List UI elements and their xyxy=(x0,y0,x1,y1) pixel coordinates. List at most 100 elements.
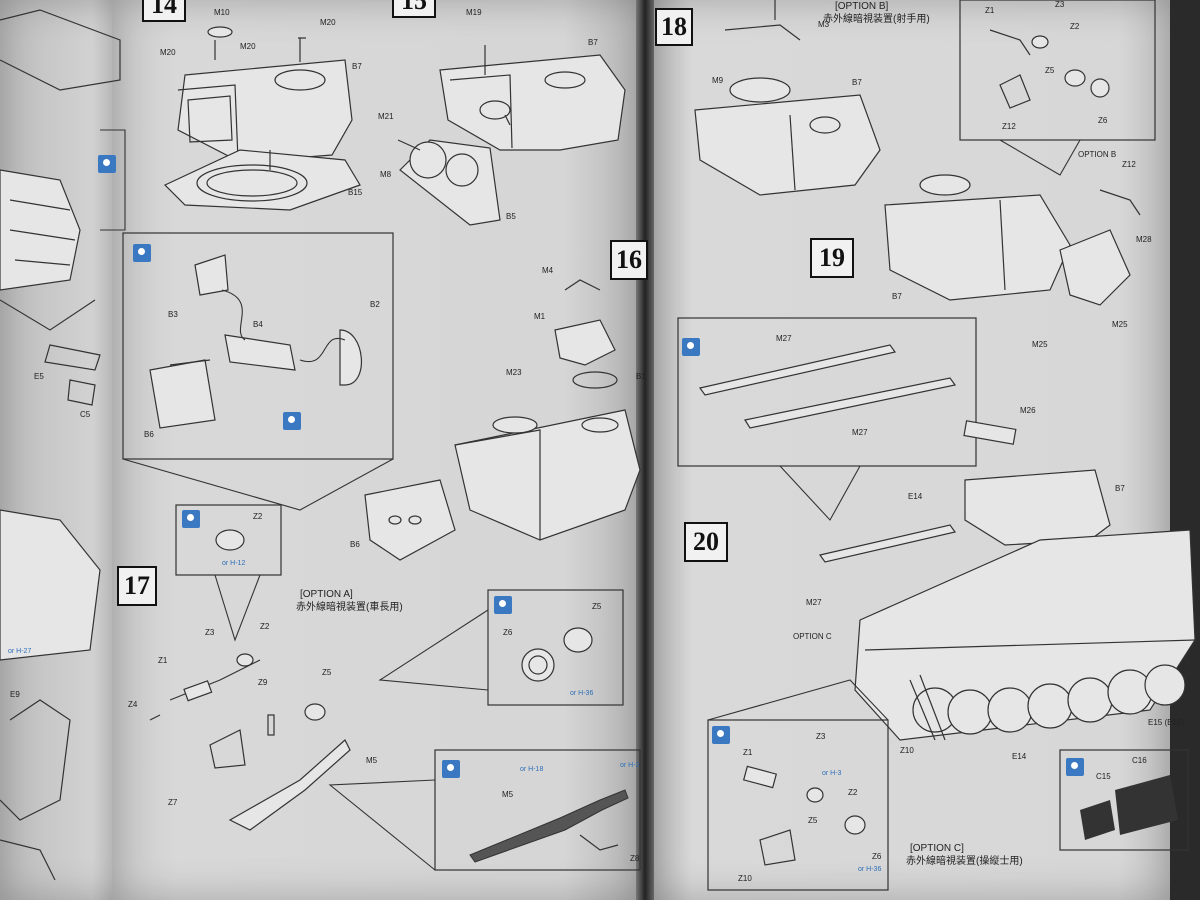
step-14-turret xyxy=(163,26,361,211)
part-label: Z6 xyxy=(872,852,882,861)
part-label: M28 xyxy=(1136,235,1152,244)
option-a-detail-box xyxy=(378,589,624,706)
option-c-small-label: OPTION C xyxy=(793,632,832,641)
ref-c2: or H-36 xyxy=(858,866,882,873)
part-label: C15 xyxy=(1096,772,1111,781)
option-b-detail-box xyxy=(959,0,1156,176)
ref-c: or H-3 xyxy=(822,770,842,777)
part-label: M25 xyxy=(1112,320,1128,329)
option-c-detail-box xyxy=(707,679,889,891)
option-b-subtitle: 赤外線暗視装置(射手用) xyxy=(823,14,930,25)
part-label: B1 xyxy=(636,372,646,381)
step-16-turret xyxy=(364,279,641,561)
ref-z2: or H-12 xyxy=(222,560,246,567)
part-label: M4 xyxy=(542,266,554,275)
option-b-small-label: OPTION B xyxy=(1078,150,1117,159)
part-label: Z8 xyxy=(630,854,640,863)
part-label: M21 xyxy=(378,112,394,121)
option-c-title: [OPTION C] xyxy=(910,843,964,854)
ref-m5b: or H-2 xyxy=(620,762,640,769)
part-label: M27 xyxy=(776,334,792,343)
part-label: Z2 xyxy=(1070,22,1080,31)
part-label: C5 xyxy=(80,410,91,419)
part-label: B6 xyxy=(350,540,360,549)
part-label: Z10 xyxy=(900,746,914,755)
part-label: B3 xyxy=(168,310,178,319)
part-label: Z12 xyxy=(1122,160,1136,169)
part-label: Z6 xyxy=(503,628,513,637)
part-label: C16 xyxy=(1132,756,1147,765)
part-label: M20 xyxy=(160,48,176,57)
option-c-paint-icon xyxy=(712,726,730,744)
step-number-19: 19 xyxy=(810,238,854,278)
part-label: Z4 xyxy=(128,700,138,709)
part-label: B2 xyxy=(370,300,380,309)
part-label: Z2 xyxy=(848,788,858,797)
left-edge-paint-icon xyxy=(98,155,116,173)
part-label: B6 xyxy=(144,430,154,439)
part-label: B15 xyxy=(348,188,363,197)
part-label: E9 xyxy=(10,690,20,699)
part-label: M20 xyxy=(240,42,256,51)
option-c-subtitle: 赤外線暗視装置(操縦士用) xyxy=(906,856,1023,867)
part-label: B7 xyxy=(1115,484,1125,493)
step-19-hull xyxy=(884,174,1141,306)
book-spine xyxy=(636,0,654,900)
part-label: B5 xyxy=(506,212,516,221)
part-label: M23 xyxy=(506,368,522,377)
part-label: M19 xyxy=(466,8,482,17)
part-label: M25 xyxy=(1032,340,1048,349)
part-label: E14 xyxy=(1012,752,1027,761)
step-number-18: 18 xyxy=(655,8,693,46)
option-b-title: [OPTION B] xyxy=(835,1,889,12)
part-label: Z3 xyxy=(205,628,215,637)
part-label: Z5 xyxy=(592,602,602,611)
mg-detail-box xyxy=(328,749,641,871)
part-label: B7 xyxy=(852,78,862,87)
part-label: Z6 xyxy=(1098,116,1108,125)
m27-paint-icon xyxy=(682,338,700,356)
road-wheels xyxy=(912,664,1186,735)
part-label: B7 xyxy=(588,38,598,47)
part-label: M1 xyxy=(534,312,546,321)
step-number-17: 17 xyxy=(117,566,157,606)
track-detail-box xyxy=(1059,749,1189,851)
step-18-hull xyxy=(694,0,881,196)
step-number-14: 14 xyxy=(142,0,186,22)
step-17-parts xyxy=(149,504,351,831)
part-label: M5 xyxy=(502,790,514,799)
part-label: M27 xyxy=(806,598,822,607)
step-15-turret xyxy=(397,45,626,226)
ref-m5a: or H-18 xyxy=(520,766,544,773)
part-label: B7 xyxy=(352,62,362,71)
option-a-paint-icon xyxy=(494,596,512,614)
option-a-title: [OPTION A] xyxy=(300,589,353,600)
part-label: B4 xyxy=(253,320,263,329)
left-edge-drawings xyxy=(0,9,126,881)
m27-detail-box xyxy=(677,317,977,521)
part-label: Z12 xyxy=(1002,122,1016,131)
step-number-15: 15 xyxy=(392,0,436,18)
part-label: E15 (E16) xyxy=(1148,718,1185,727)
step-number-20: 20 xyxy=(684,522,728,562)
part-label: Z5 xyxy=(1045,66,1055,75)
ref-left: or H-27 xyxy=(8,648,32,655)
part-label: M10 xyxy=(214,8,230,17)
part-label: M5 xyxy=(366,756,378,765)
part-label: M8 xyxy=(380,170,392,179)
part-label: Z5 xyxy=(322,668,332,677)
part-label: Z10 xyxy=(738,874,752,883)
part-label: Z1 xyxy=(158,656,168,665)
part-label: M3 xyxy=(818,20,830,29)
part-label: M9 xyxy=(712,76,724,85)
part-label: Z3 xyxy=(1055,0,1065,9)
part-label: E5 xyxy=(34,372,44,381)
mg-paint-icon xyxy=(442,760,460,778)
part-label: M26 xyxy=(1020,406,1036,415)
step-15-paint-icon xyxy=(133,244,151,262)
step-15-detail-box xyxy=(122,232,394,511)
option-a-subtitle: 赤外線暗視装置(車長用) xyxy=(296,602,403,613)
part-label: Z2 xyxy=(260,622,270,631)
part-label: M27 xyxy=(852,428,868,437)
